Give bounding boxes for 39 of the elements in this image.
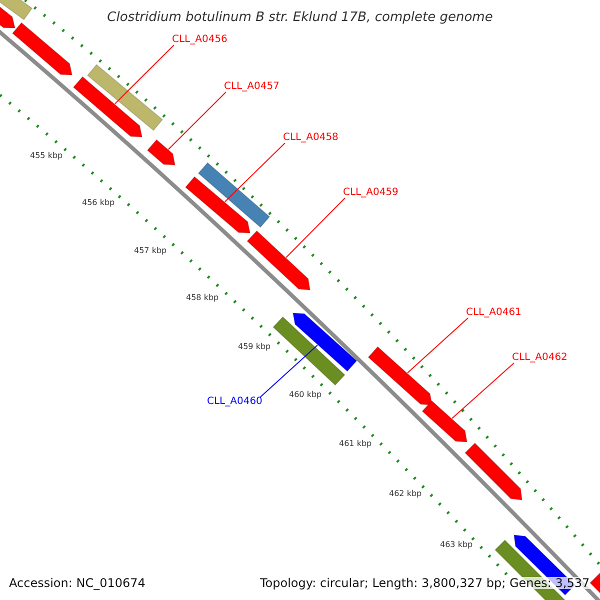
- gene-label: CLL_A0461: [466, 308, 522, 318]
- tick-label: 456 kbp: [82, 199, 115, 207]
- gene-label: CLL_A0459: [343, 188, 398, 198]
- tick-label: 457 kbp: [134, 247, 167, 255]
- title: Clostridium botulinum B str. Eklund 17B, complete genome: [107, 11, 493, 24]
- tick-label: 455 kbp: [30, 152, 63, 160]
- leader-line: [168, 92, 226, 150]
- gene-feature-block: [422, 400, 468, 443]
- gene-feature-block: [464, 442, 523, 501]
- gene-feature-block: [368, 346, 433, 406]
- tick-label: 460 kbp: [289, 391, 322, 399]
- info-text: Topology: circular; Length: 3,800,327 bp; Genes: 3,537: [260, 577, 590, 589]
- info-text: Accession: NC_010674: [9, 577, 146, 589]
- tick-label: 458 kbp: [186, 294, 219, 302]
- leader-line: [114, 44, 174, 104]
- gene-label: CLL_A0458: [283, 133, 338, 143]
- gene-bar: [272, 316, 346, 386]
- gene-bar: [198, 162, 270, 228]
- tick-label: 461 kbp: [339, 440, 372, 448]
- gene-label: CLL_A0460: [207, 397, 262, 407]
- gene-label: CLL_A0462: [512, 353, 568, 363]
- tick-label: 463 kbp: [440, 541, 473, 549]
- gene-feature-block: [184, 176, 251, 234]
- tick-label: 459 kbp: [238, 343, 271, 351]
- leader-line: [260, 344, 318, 398]
- gene-feature-block: [72, 76, 143, 138]
- leader-line: [224, 142, 286, 202]
- gene-label: CLL_A0457: [224, 82, 280, 92]
- gene-label: CLL_A0456: [172, 35, 228, 45]
- gene-bar: [86, 64, 164, 132]
- leader-line: [286, 198, 346, 258]
- gene-bar: [0, 0, 33, 20]
- gene-feature-block: [12, 22, 73, 76]
- gene-feature-block: [292, 312, 358, 372]
- leader-line: [452, 362, 514, 419]
- gene-feature-block: [146, 139, 176, 166]
- tick-label: 462 kbp: [389, 490, 422, 498]
- leader-line: [407, 318, 468, 374]
- gene-feature-block: [246, 230, 311, 291]
